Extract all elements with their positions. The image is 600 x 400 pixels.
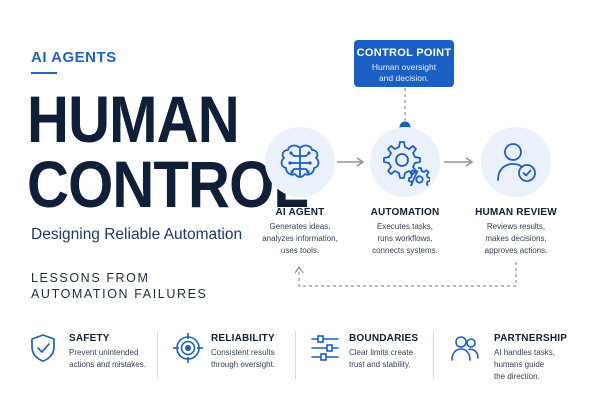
control-point-desc-line-1: Human oversight bbox=[371, 62, 437, 72]
stage-title-human-review: HUMAN REVIEW bbox=[475, 207, 557, 218]
feature-desc-reliability: Consistent results through oversight. bbox=[211, 347, 301, 371]
people-icon bbox=[451, 336, 479, 361]
brain-icon bbox=[280, 144, 320, 178]
stage-desc-line: approves actions. bbox=[484, 246, 548, 255]
feature-desc-line: actions and mistakes. bbox=[69, 360, 146, 369]
person-check-icon bbox=[497, 143, 536, 182]
lessons-line-2: AUTOMATION FAILURES bbox=[31, 287, 208, 301]
lessons-line-1: LESSONS FROM bbox=[31, 271, 150, 285]
ai-agent-circle bbox=[265, 127, 335, 197]
title-line-2: CONTROL bbox=[27, 147, 309, 221]
stage-desc-ai-agent: Generates ideas, analyzes information, u… bbox=[250, 221, 350, 257]
feature-desc-line: Clear limits create bbox=[349, 348, 414, 357]
automation-circle bbox=[370, 127, 440, 197]
stage-desc-line: Executes tasks, bbox=[376, 222, 434, 231]
feature-title-safety: SAFETY bbox=[69, 333, 110, 344]
target-icon bbox=[173, 333, 203, 363]
feature-desc-boundaries: Clear limits create trust and stability. bbox=[349, 347, 439, 371]
kicker-label: AI AGENTS bbox=[31, 49, 117, 66]
stage-desc-automation: Executes tasks, runs workflows, connects… bbox=[355, 221, 455, 257]
gears-icon bbox=[383, 141, 430, 186]
feature-desc-line: through oversight. bbox=[211, 360, 276, 369]
stage-desc-line: runs workflows, bbox=[377, 234, 433, 243]
stage-desc-line: Reviews results, bbox=[486, 222, 546, 231]
feature-desc-partnership: AI handles tasks, humans guide the direc… bbox=[494, 347, 584, 383]
feature-divider bbox=[157, 331, 158, 379]
feature-desc-line: AI handles tasks, bbox=[494, 348, 555, 357]
stage-desc-line: makes decisions, bbox=[485, 234, 547, 243]
control-point-box: CONTROL POINT Human oversight and decisi… bbox=[354, 40, 454, 87]
stage-desc-human-review: Reviews results, makes decisions, approv… bbox=[466, 221, 566, 257]
feature-divider bbox=[433, 331, 434, 379]
arrow-head-1 bbox=[356, 157, 365, 167]
feature-title-partnership: PARTNERSHIP bbox=[494, 333, 568, 344]
control-point-desc-line-2: and decision. bbox=[378, 73, 430, 83]
stage-title-ai-agent: AI AGENT bbox=[275, 207, 325, 218]
kicker-underline bbox=[31, 72, 57, 74]
feature-desc-line: the direction. bbox=[494, 372, 540, 381]
control-point-desc: Human oversight and decision. bbox=[354, 62, 454, 84]
shield-check-icon bbox=[31, 334, 55, 362]
stage-desc-line: Generates ideas, bbox=[269, 222, 331, 231]
lessons-heading: LESSONS FROM AUTOMATION FAILURES bbox=[31, 270, 208, 302]
human-review-circle bbox=[481, 127, 551, 197]
stage-title-automation: AUTOMATION bbox=[370, 207, 440, 218]
feature-desc-line: trust and stability. bbox=[349, 360, 411, 369]
stage-desc-line: analyzes information, bbox=[262, 234, 338, 243]
stage-desc-line: connects systems. bbox=[372, 246, 438, 255]
control-point-title: CONTROL POINT bbox=[356, 47, 452, 59]
feature-title-boundaries: BOUNDARIES bbox=[349, 333, 419, 344]
stage-desc-line: uses tools. bbox=[280, 246, 320, 255]
sliders-icon bbox=[311, 335, 339, 361]
feedback-loop-dashed-line bbox=[298, 262, 517, 287]
feature-desc-safety: Prevent unintended actions and mistakes. bbox=[69, 347, 159, 371]
feature-desc-line: Consistent results bbox=[211, 348, 275, 357]
feedback-loop-arrow-head bbox=[294, 265, 304, 274]
subtitle: Designing Reliable Automation bbox=[31, 226, 243, 243]
feature-desc-line: Prevent unintended bbox=[69, 348, 139, 357]
title-line-1: HUMAN bbox=[27, 82, 240, 156]
feature-desc-line: humans guide bbox=[494, 360, 545, 369]
feature-divider bbox=[295, 331, 296, 379]
features-band bbox=[0, 318, 600, 400]
feature-title-reliability: RELIABILITY bbox=[211, 333, 275, 344]
arrow-head-2 bbox=[465, 157, 474, 167]
